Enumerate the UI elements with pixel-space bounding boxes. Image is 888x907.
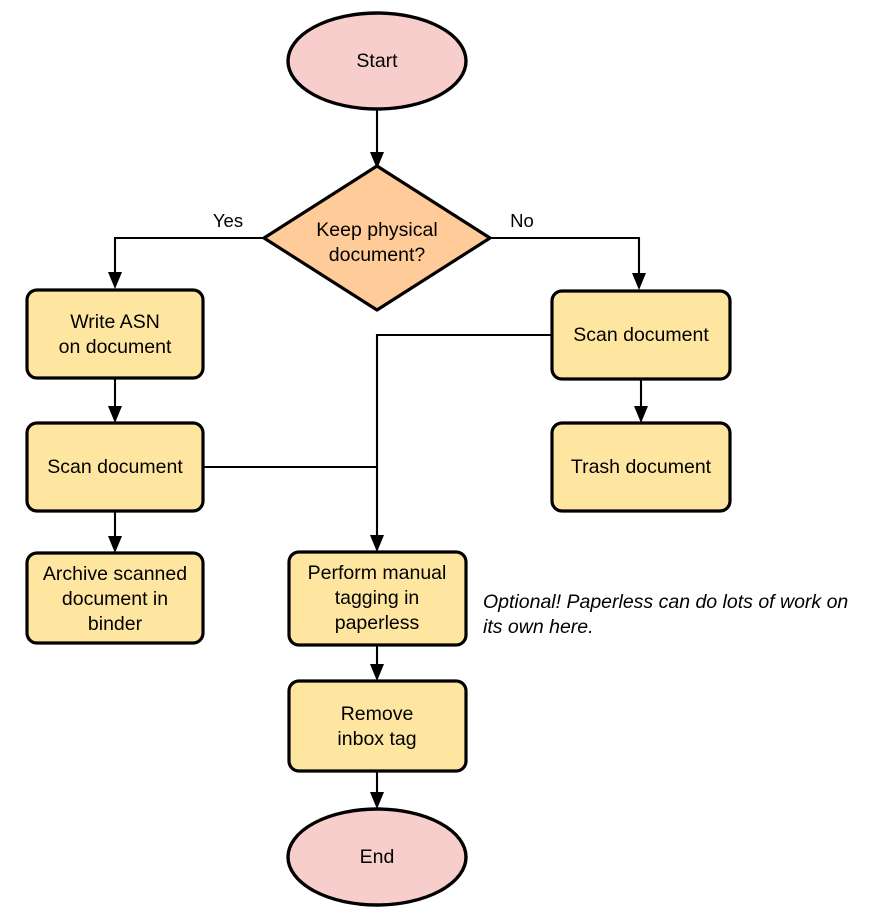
node-write-asn[interactable]: Write ASN on document: [25, 288, 205, 380]
edge-scan-left-to-archive: [108, 511, 122, 553]
remove-inbox-tag-box[interactable]: [287, 679, 468, 773]
edge-remove-inbox-to-end: [370, 771, 384, 809]
arrowhead-yes-branch: [108, 272, 122, 289]
remove-inbox-tag-label-line2: inbox tag: [337, 728, 416, 750]
node-trash-document[interactable]: Trash document: [550, 421, 732, 513]
scan-document-left-label: Scan document: [47, 456, 183, 478]
edge-decision-no-to-scan-right: No: [490, 210, 646, 290]
edge-label-yes: Yes: [213, 210, 243, 231]
decision-label-line1: Keep physical: [316, 219, 437, 241]
arrowhead-manual-tagging-join: [370, 535, 384, 552]
scan-document-right-label: Scan document: [573, 324, 709, 346]
archive-binder-label-line2: document in: [62, 588, 168, 610]
trash-document-box[interactable]: [550, 421, 732, 513]
end-ellipse[interactable]: [286, 807, 468, 907]
node-remove-inbox-tag[interactable]: Remove inbox tag: [287, 679, 468, 773]
node-end[interactable]: End: [286, 807, 468, 907]
arrowhead-writeasn-scanleft: [108, 406, 122, 423]
edge-manual-tagging-to-remove-inbox: [370, 645, 384, 681]
edge-decision-yes-to-write-asn: Yes: [108, 210, 264, 289]
arrowhead-manualtagging-removeinbox: [370, 664, 384, 681]
node-decision-keep-physical[interactable]: Keep physical document?: [262, 164, 492, 312]
arrowhead-removeinbox-end: [370, 792, 384, 809]
edge-line-no-branch: [490, 236, 641, 279]
arrowhead-scanleft-archive: [108, 536, 122, 553]
node-archive-binder[interactable]: Archive scanned document in binder: [25, 551, 205, 645]
write-asn-box[interactable]: [25, 288, 205, 380]
trash-document-label: Trash document: [571, 456, 712, 478]
start-label: Start: [356, 50, 398, 72]
optional-note-line2: its own here.: [483, 616, 594, 638]
scan-document-right-box[interactable]: [550, 289, 732, 381]
archive-binder-label-line3: binder: [88, 613, 143, 635]
manual-tagging-box[interactable]: [287, 550, 468, 647]
edge-scan-right-to-manual-tagging: [370, 333, 552, 552]
node-manual-tagging[interactable]: Perform manual tagging in paperless: [287, 550, 468, 647]
remove-inbox-tag-label-line1: Remove: [341, 703, 414, 725]
optional-note-line1: Optional! Paperless can do lots of work …: [483, 591, 848, 613]
node-scan-document-left[interactable]: Scan document: [25, 421, 205, 513]
decision-label-line2: document?: [329, 244, 426, 266]
write-asn-label-line1: Write ASN: [70, 311, 160, 333]
decision-diamond[interactable]: [262, 164, 492, 312]
edge-line-yes-branch: [113, 236, 264, 278]
edge-line-scanright-manualtagging: [375, 333, 552, 541]
arrowhead-scanright-trash: [634, 406, 648, 423]
arrowhead-no-branch: [632, 273, 646, 290]
archive-binder-box[interactable]: [25, 551, 205, 645]
manual-tagging-label-line3: paperless: [335, 612, 420, 634]
manual-tagging-label-line2: tagging in: [335, 587, 420, 609]
edge-write-asn-to-scan-left: [108, 378, 122, 423]
edge-scan-right-to-trash: [634, 379, 648, 423]
annotation-optional-note: Optional! Paperless can do lots of work …: [483, 591, 848, 638]
manual-tagging-label-line1: Perform manual: [308, 562, 447, 584]
scan-document-left-box[interactable]: [25, 421, 205, 513]
edge-label-no: No: [510, 210, 534, 231]
node-start[interactable]: Start: [286, 11, 468, 111]
start-ellipse[interactable]: [286, 11, 468, 111]
archive-binder-label-line1: Archive scanned: [43, 563, 187, 585]
node-scan-document-right[interactable]: Scan document: [550, 289, 732, 381]
arrowhead-start-decision: [370, 152, 384, 169]
write-asn-label-line2: on document: [59, 336, 172, 358]
edge-start-to-decision: [370, 110, 384, 169]
end-label: End: [360, 846, 395, 868]
